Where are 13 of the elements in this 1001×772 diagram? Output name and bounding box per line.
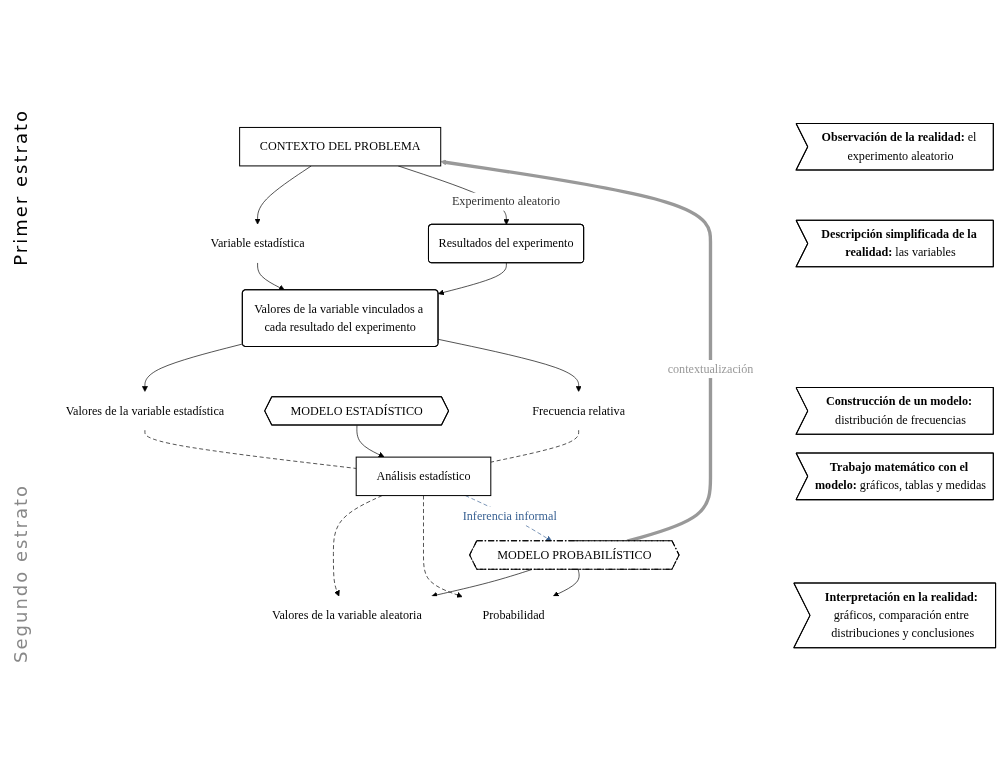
- stratum-label: Primer estrato: [9, 109, 31, 266]
- node-box: CONTEXTO DEL PROBLEMA: [239, 127, 442, 167]
- edge-label: Inferencia informal: [462, 509, 557, 523]
- stratum-label: Segundo estrato: [9, 483, 31, 663]
- edge-label: contextualización: [667, 362, 754, 376]
- edge-label: Experimento aleatorio: [451, 195, 561, 209]
- node-text: Frecuencia relativa: [532, 404, 626, 418]
- node-text: Valores de la variable estadística: [65, 404, 225, 418]
- connector: [490, 430, 579, 463]
- node-box: Análisis estadístico: [355, 457, 492, 497]
- node-text: Valores de la variable aleatoria: [272, 608, 422, 623]
- node-text: Variable estadística: [210, 236, 305, 251]
- node-text: Probabilidad: [482, 608, 545, 623]
